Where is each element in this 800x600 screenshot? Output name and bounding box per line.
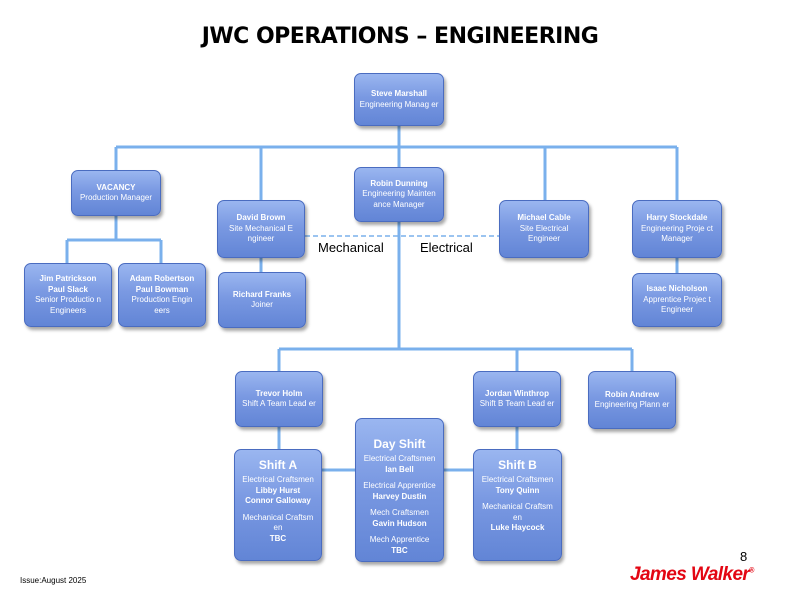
node-name: Paul Slack: [47, 284, 89, 294]
node-role: Electrical Craftsmen: [242, 475, 314, 484]
node-name: Trevor Holm: [255, 388, 303, 398]
node-name: TBC: [269, 533, 287, 543]
page-title: JWC OPERATIONS – ENGINEERING: [201, 24, 599, 49]
node-role: Shift B Team Lead er: [479, 399, 555, 408]
node-senior-production-engineers: Jim Patrickson Paul Slack Senior Product…: [24, 263, 112, 327]
node-name: Luke Haycock: [490, 523, 545, 532]
node-role: Production Engin eers: [131, 295, 193, 315]
node-role: Site Mechanical E ngineer: [228, 223, 294, 244]
node-role: Engineering Proje ct Manager: [640, 223, 714, 244]
node-joiner: Richard Franks Joiner: [218, 272, 306, 328]
node-name: Jim Patrickson: [39, 274, 97, 283]
node-role: Engineering Manag er: [359, 99, 439, 109]
node-name: Gavin Hudson: [372, 518, 427, 528]
node-name: Libby Hurst: [255, 485, 301, 495]
node-role: Production Manager: [79, 193, 153, 202]
node-day-shift: Day Shift Electrical Craftsmen Ian Bell …: [355, 418, 444, 562]
node-name: Connor Galloway: [245, 496, 311, 505]
node-role: Engineering Mainten ance Manager: [362, 189, 436, 209]
node-role: Shift A Team Lead er: [242, 399, 316, 408]
node-engineering-planner: Robin Andrew Engineering Plann er: [588, 371, 676, 429]
node-role: Mechanical Craftsm en: [482, 502, 553, 522]
node-title: Day Shift: [373, 437, 426, 451]
node-name: Michael Cable: [517, 213, 571, 223]
node-title: Shift A: [258, 458, 298, 472]
issue-date: Issue:August 2025: [20, 576, 87, 585]
node-site-mechanical-engineer: David Brown Site Mechanical E ngineer: [217, 200, 305, 258]
node-name: Paul Bowman: [135, 284, 189, 294]
node-shift-a: Shift A Electrical Craftsmen Libby Hurst…: [234, 449, 322, 561]
node-role: Electrical Craftsmen: [363, 454, 436, 463]
node-role: Mech Apprentice: [369, 535, 430, 544]
node-name: Harvey Dustin: [372, 491, 427, 501]
node-engineering-manager: Steve Marshall Engineering Manag er: [354, 73, 444, 126]
node-name: VACANCY: [96, 182, 136, 192]
node-role: Site Electrical Engineer: [519, 223, 569, 244]
logo-text: James Walker: [630, 564, 750, 585]
node-production-engineers: Adam Robertson Paul Bowman Production En…: [118, 263, 206, 327]
node-role: Mechanical Craftsm en: [242, 512, 314, 533]
page-number: 8: [740, 549, 748, 564]
node-role: Joiner: [251, 300, 273, 309]
node-production-manager: VACANCY Production Manager: [71, 170, 161, 216]
node-name: Robin Andrew: [605, 389, 659, 399]
mechanical-label: Mechanical: [318, 240, 384, 255]
node-site-electrical-engineer: Michael Cable Site Electrical Engineer: [499, 200, 589, 258]
node-apprentice-project-engineer: Isaac Nicholson Apprentice Projec t Engi…: [632, 273, 722, 327]
node-name: Adam Robertson: [129, 274, 195, 283]
node-shift-a-team-leader: Trevor Holm Shift A Team Lead er: [235, 371, 323, 427]
registered-mark: ®: [749, 567, 754, 575]
node-shift-b: Shift B Electrical Craftsmen Tony Quinn …: [473, 449, 562, 561]
node-role: Apprentice Projec t Engineer: [643, 294, 711, 315]
node-shift-b-team-leader: Jordan Winthrop Shift B Team Lead er: [473, 371, 561, 427]
node-name: Ian Bell: [385, 464, 414, 474]
node-name: Jordan Winthrop: [485, 388, 549, 398]
node-name: TBC: [391, 545, 408, 555]
node-role: Electrical Craftsmen: [481, 475, 554, 484]
node-name: Isaac Nicholson: [646, 284, 708, 294]
node-name: Harry Stockdale: [646, 213, 708, 223]
node-role: Mech Craftsmen: [370, 508, 429, 517]
electrical-label: Electrical: [420, 240, 473, 255]
node-title: Shift B: [498, 458, 537, 472]
node-name: Richard Franks: [232, 289, 292, 299]
company-logo: James Walker®: [630, 564, 754, 586]
node-name: Robin Dunning: [370, 178, 428, 188]
node-maintenance-manager: Robin Dunning Engineering Mainten ance M…: [354, 167, 444, 222]
node-name: Tony Quinn: [495, 485, 540, 495]
node-name: David Brown: [236, 213, 286, 223]
node-role: Senior Productio n Engineers: [35, 295, 101, 315]
node-role: Electrical Apprentice: [363, 481, 436, 490]
node-project-manager: Harry Stockdale Engineering Proje ct Man…: [632, 200, 722, 258]
node-name: Steve Marshall: [370, 89, 428, 98]
node-role: Engineering Plann er: [594, 400, 670, 409]
